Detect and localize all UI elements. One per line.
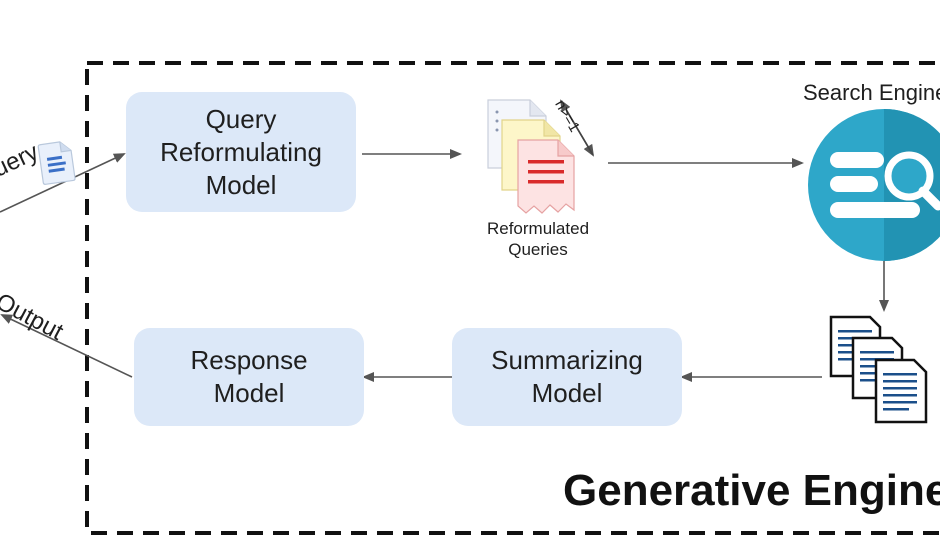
query-reformulating-model-box: Query Reformulating Model bbox=[126, 92, 356, 212]
arrow-query-in bbox=[0, 153, 126, 213]
response-model-box: Response Model bbox=[134, 328, 364, 426]
search-engine-label: Search Engine bbox=[803, 80, 940, 105]
generative-engine-title: Generative Engine bbox=[563, 466, 940, 515]
retrieved-documents-icon bbox=[829, 315, 928, 424]
reformulated-queries-label: Reformulated Queries bbox=[486, 219, 590, 259]
search-engine-icon bbox=[808, 109, 940, 261]
summarizing-model-box: Summarizing Model bbox=[452, 328, 682, 426]
reformulated-queries-icon bbox=[487, 99, 575, 214]
arrow-output-out bbox=[0, 314, 133, 378]
query-document-icon bbox=[37, 141, 76, 185]
n-count-double-arrow bbox=[559, 99, 595, 157]
